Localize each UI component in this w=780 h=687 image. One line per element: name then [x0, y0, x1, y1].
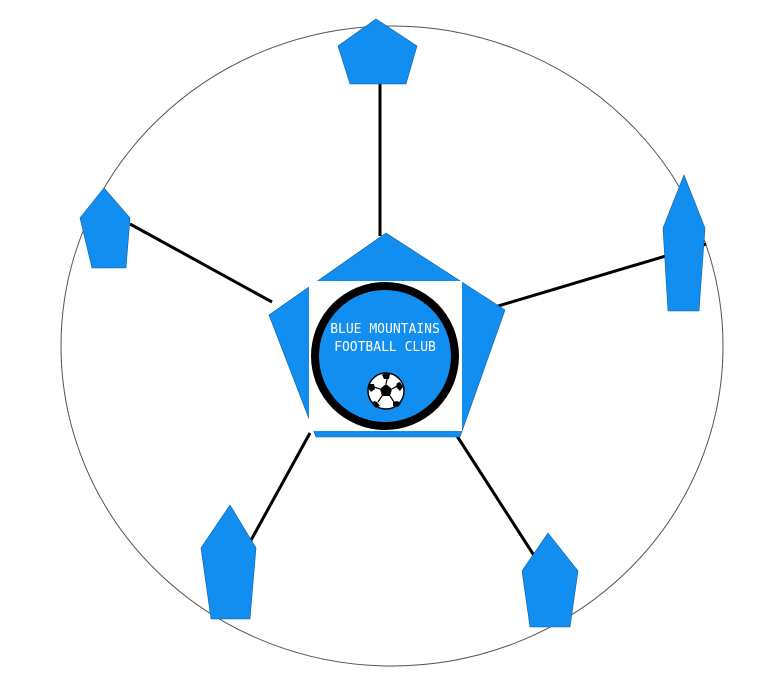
pentagon-top — [337, 18, 418, 85]
pentagon-left — [79, 187, 131, 269]
emblem-disc — [319, 290, 451, 422]
spoke-bottom-left — [248, 432, 312, 543]
spokes — [129, 84, 707, 558]
club-name-line2: FOOTBALL CLUB — [334, 340, 436, 355]
soccer-ball-icon — [367, 372, 405, 410]
spoke-left — [129, 222, 273, 304]
pentagon-right — [662, 174, 706, 312]
pentagon-bottom-right — [521, 532, 579, 628]
pentagon-bottom-left — [200, 504, 257, 620]
club-name-line1: BLUE MOUNTAINS — [330, 322, 440, 337]
outer-pentagons — [79, 18, 706, 628]
spoke-bottom-right — [455, 435, 537, 558]
outer-circle — [60, 25, 724, 667]
